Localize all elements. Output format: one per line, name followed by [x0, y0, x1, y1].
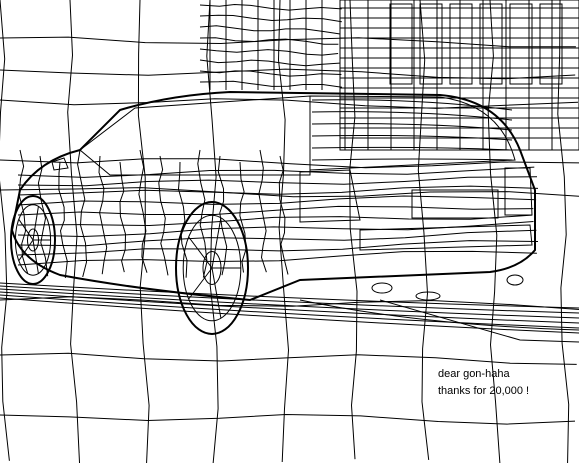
rear-wheel-spoke [211, 217, 222, 269]
grid-line [0, 158, 579, 169]
rear-wheel-spoke [211, 267, 222, 319]
window-pane [419, 3, 443, 85]
ground-line [0, 282, 579, 309]
mesh-line [58, 161, 68, 279]
exhaust-left [371, 282, 393, 294]
grid-line [277, 0, 290, 463]
mesh-line [278, 155, 289, 275]
mesh-line [17, 214, 533, 227]
mesh-line [37, 155, 49, 277]
license-plate [411, 189, 499, 219]
mesh-line [258, 149, 267, 273]
mesh-line [17, 185, 539, 196]
building-facade [199, 0, 579, 151]
mesh-line [217, 155, 228, 276]
mesh-line [119, 161, 127, 273]
grid-line [206, 0, 219, 463]
window-pane [389, 3, 413, 85]
mesh-line [17, 195, 537, 206]
window-pane [479, 3, 503, 85]
shadow-line [379, 299, 579, 343]
ground-line [0, 297, 579, 334]
rear-window [309, 95, 516, 171]
front-wheel-spoke [32, 206, 39, 241]
mesh-line [138, 149, 148, 273]
rear-bumper [359, 224, 533, 251]
mesh-line [17, 229, 537, 247]
facade-line [199, 14, 342, 23]
mesh-line [311, 99, 513, 111]
mesh-line [17, 205, 534, 216]
front-wheel-spoke [18, 219, 34, 241]
mesh-line [311, 123, 513, 131]
front-wheel-spoke [32, 239, 39, 274]
facade-line [199, 59, 340, 67]
mesh-line [177, 161, 188, 278]
mesh-line [17, 250, 537, 266]
car-body-outline [10, 90, 536, 302]
mesh-line [197, 149, 208, 278]
grid-line [0, 68, 576, 80]
window-pane [449, 3, 473, 85]
grid-line [137, 0, 150, 463]
facade-line [199, 80, 343, 88]
mesh-line [311, 158, 513, 161]
mesh-line [17, 166, 535, 178]
grid-line [0, 98, 579, 109]
ground-line [0, 285, 579, 314]
grid-line [0, 296, 579, 310]
rear-wheel-spoke [188, 267, 213, 300]
ground-contours [0, 282, 579, 343]
caption-line-2: thanks for 20,000 ! [438, 385, 530, 397]
exhaust-right [506, 274, 524, 286]
grid-line [349, 0, 358, 460]
window-pane [509, 3, 533, 85]
front-wheel [10, 195, 56, 285]
mesh-line [311, 135, 513, 141]
car-wireframe [10, 90, 539, 335]
mesh-line [311, 111, 513, 121]
grid-line [0, 413, 576, 425]
grid-line [0, 352, 577, 365]
rear-wheel-spoke [188, 236, 213, 269]
mesh-line [18, 149, 29, 274]
ground-line [0, 291, 579, 324]
front-wheel-spoke [18, 239, 34, 261]
mesh-line [77, 149, 88, 278]
grid-line [487, 0, 501, 463]
mesh-line [17, 176, 538, 187]
window-pane [539, 3, 563, 85]
facade-line [199, 70, 342, 77]
mesh-line [17, 221, 534, 238]
grid-line [557, 0, 570, 463]
ground-line [0, 294, 579, 329]
side-mirror [51, 157, 69, 171]
mesh-line [98, 155, 108, 275]
facade-line [199, 3, 342, 11]
dedication-caption: dear gon-haha thanks for 20,000 ! [438, 366, 529, 400]
mesh-line [311, 146, 513, 151]
grid-line [0, 0, 10, 461]
exhaust-shadow [415, 291, 441, 301]
caption-line-1: dear gon-haha [438, 368, 510, 380]
facade-line [199, 25, 341, 35]
facade-line [199, 48, 339, 56]
facade-line [199, 37, 339, 45]
shadow-line [299, 299, 579, 331]
ground-line [0, 288, 579, 319]
mesh-line [239, 161, 247, 273]
mesh-line [17, 240, 539, 256]
grid-line [67, 0, 81, 463]
grid-line [0, 187, 579, 198]
rear-wheel [175, 201, 249, 335]
tail-light-left [299, 169, 361, 223]
grid-line [0, 36, 576, 48]
